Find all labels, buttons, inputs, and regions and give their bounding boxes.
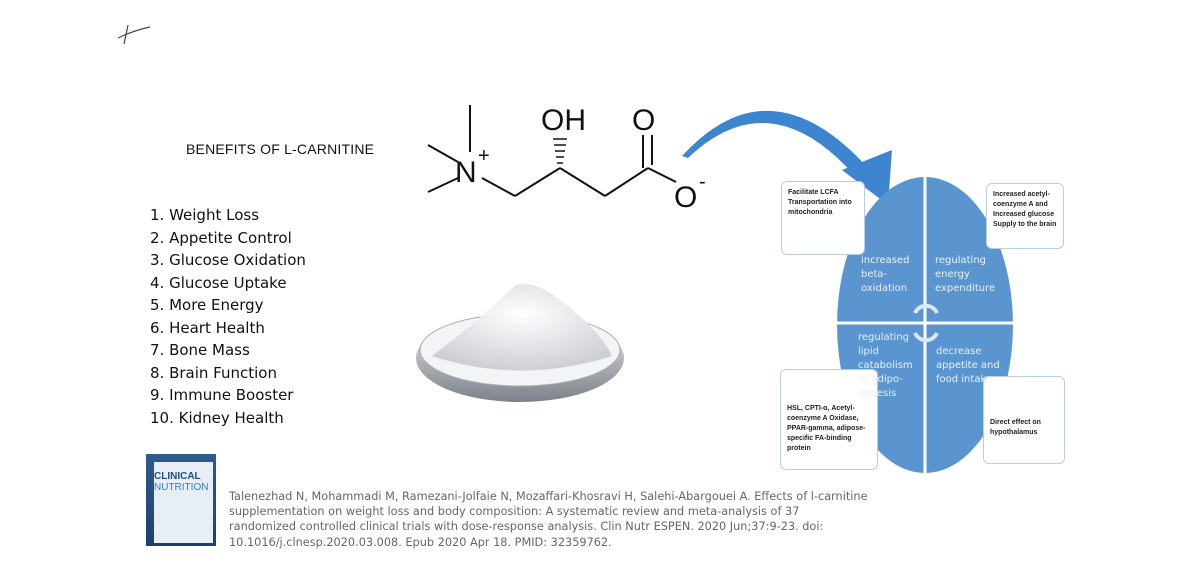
quadrant-label: increased beta-oxidation [861, 255, 910, 294]
journal-title: NUTRITION [154, 482, 209, 493]
quadrant-label: regulating lipid catabolism or adipo-gen… [858, 332, 913, 399]
list-item: 4. Glucose Uptake [150, 273, 287, 292]
list-item: 10. Kidney Health [150, 408, 284, 427]
list-item: 9. Immune Booster [150, 386, 294, 404]
journal-cover: CLINICAL NUTRITION [146, 454, 216, 546]
hydroxyl-label: OH [541, 104, 586, 137]
carbonyl-oxygen-label: O [632, 104, 655, 137]
cycle-arrow-icon [913, 332, 939, 343]
list-item: 8. Brain Function [150, 363, 277, 382]
quadrant-label: decrease appetite and food intake [936, 346, 1000, 385]
heading: BENEFITS OF L-CARNITINE [186, 141, 375, 157]
l-carnitine-structure [427, 105, 677, 197]
benefits-oval [836, 176, 1014, 474]
list-item: 2. Appetite Control [150, 228, 292, 247]
benefits-list: 1. Weight Loss 2. Appetite Control 3. Gl… [150, 204, 306, 429]
quadrant-label: regulating energy expenditure [935, 255, 996, 294]
pen-mark [117, 24, 151, 45]
list-item: 6. Heart Health [150, 318, 265, 337]
curved-arrow-icon [682, 110, 892, 205]
plus-charge: + [478, 145, 490, 167]
minus-charge: - [699, 171, 706, 193]
citation: Talenezhad N, Mohammadi M, Ramezani-Jolf… [229, 490, 868, 549]
effect-box: HSL, CPTI-α, Acetyl-coenzyme A Oxidase, … [780, 369, 878, 470]
effect-box: Direct effect on hypothalamus [983, 376, 1065, 464]
powder-dish [416, 284, 624, 402]
nitrogen-label: N [455, 156, 477, 189]
carboxylate-oxygen-label: O [674, 181, 697, 214]
cycle-arrow-icon [913, 303, 939, 314]
list-item: 3. Glucose Oxidation [150, 251, 306, 269]
list-item: 1. Weight Loss [150, 206, 260, 224]
list-item: 5. More Energy [150, 296, 264, 314]
list-item: 7. Bone Mass [150, 341, 250, 359]
effect-box: Increased acetyl-coenzyme A and Increase… [986, 183, 1064, 249]
journal-title: CLINICAL [154, 471, 201, 482]
effect-box: Facilitate LCFA Transportation into mito… [781, 181, 865, 255]
